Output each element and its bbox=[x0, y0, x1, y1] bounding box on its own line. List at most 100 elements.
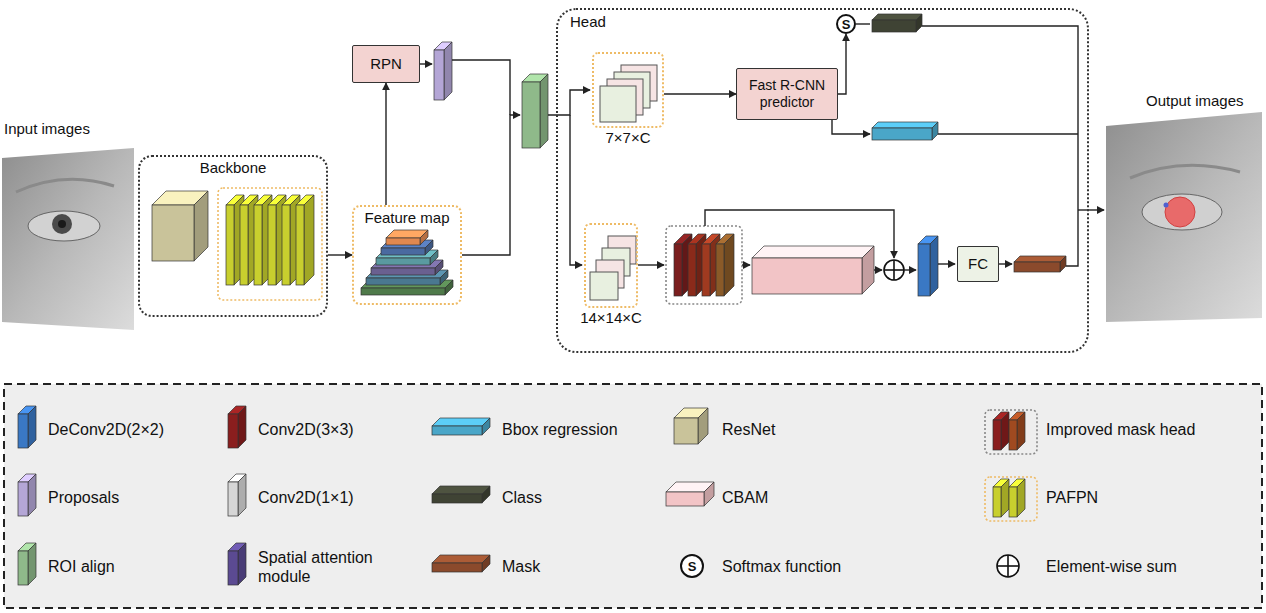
predictor-box: Fast R-CNN predictor bbox=[736, 68, 838, 120]
legend-icon bbox=[238, 474, 246, 516]
wire-line bbox=[1078, 209, 1104, 210]
backbone-region: Backbone bbox=[138, 155, 328, 317]
legend-icon bbox=[993, 420, 1001, 450]
conv-slab bbox=[688, 244, 696, 296]
legend-label: Spatial attention module bbox=[258, 548, 408, 586]
legend-icon bbox=[228, 414, 238, 448]
class-block bbox=[872, 14, 922, 20]
pyramid-layer bbox=[376, 258, 430, 265]
pyramid-layer bbox=[361, 288, 445, 295]
legend-icon bbox=[432, 418, 490, 426]
eye-mask bbox=[1165, 197, 1195, 227]
pyramid-layer bbox=[425, 240, 433, 255]
eye-white bbox=[1142, 194, 1222, 230]
legend-label: ResNet bbox=[722, 420, 775, 439]
pafpn-slab bbox=[268, 205, 276, 285]
legend-icon bbox=[1001, 412, 1009, 450]
sum-symbol bbox=[884, 260, 904, 280]
caption-label: Output images bbox=[1146, 92, 1244, 110]
legend-label: Conv2D(1×1) bbox=[258, 488, 354, 507]
wire-line bbox=[638, 264, 664, 265]
pafpn-slab bbox=[282, 205, 290, 285]
input-photo bbox=[2, 148, 134, 330]
softmax-symbol bbox=[681, 555, 703, 577]
resnet-cube bbox=[194, 191, 208, 261]
legend-icon bbox=[18, 482, 28, 516]
cbam-block bbox=[752, 258, 862, 294]
pafpn-slab bbox=[240, 205, 248, 285]
legend-icon bbox=[1001, 479, 1009, 517]
node-label: RPN bbox=[370, 55, 402, 73]
feature-map-panel: Feature map bbox=[352, 205, 462, 305]
legend-label: Improved mask head bbox=[1046, 420, 1195, 439]
legend-icon bbox=[28, 474, 36, 516]
legend-box bbox=[4, 384, 1262, 608]
legend-label: DeConv2D(2×2) bbox=[48, 420, 164, 439]
legend-icon bbox=[1017, 479, 1025, 517]
legend-label: PAFPN bbox=[1046, 488, 1098, 507]
connector-arrow bbox=[838, 34, 846, 94]
legend-label: Mask bbox=[502, 557, 540, 576]
pyramid-layer bbox=[366, 278, 440, 285]
legend-icon bbox=[993, 487, 1001, 517]
roi-feature-small: 7×7×C bbox=[592, 52, 664, 128]
pafpn-outline bbox=[218, 188, 322, 300]
wire-line bbox=[999, 263, 1012, 264]
legend-label: Conv2D(3×3) bbox=[258, 420, 354, 439]
wire-line bbox=[938, 263, 955, 264]
circle-outline bbox=[837, 15, 855, 33]
proposals-block bbox=[434, 50, 444, 100]
pyramid-layer bbox=[435, 260, 443, 275]
feature-square bbox=[600, 86, 636, 122]
softmax-circle: S bbox=[836, 14, 856, 34]
bbox-block bbox=[872, 128, 932, 140]
node-label: 7×7×C bbox=[558, 129, 698, 147]
eye-white bbox=[28, 211, 100, 241]
pyramid-layer bbox=[445, 280, 453, 295]
class-block bbox=[916, 14, 922, 32]
node-label: FC bbox=[968, 255, 988, 273]
eye-dot bbox=[1164, 203, 1169, 208]
pyramid-layer bbox=[381, 248, 425, 255]
eye-brow bbox=[1130, 165, 1240, 178]
legend-icon bbox=[674, 418, 698, 444]
wire-line bbox=[856, 23, 870, 24]
deconv-block bbox=[918, 244, 930, 296]
pafpn-slab bbox=[296, 205, 304, 285]
sum-symbol bbox=[1007, 555, 1009, 577]
legend-label: Class bbox=[502, 488, 542, 507]
mask-head-outline bbox=[666, 226, 742, 304]
legend-icon bbox=[432, 486, 490, 494]
legend-label: CBAM bbox=[722, 488, 768, 507]
class-block bbox=[872, 20, 916, 32]
proposals-block bbox=[444, 42, 452, 100]
wire-line bbox=[1066, 210, 1078, 266]
conv-slab bbox=[716, 244, 724, 296]
legend-label: Proposals bbox=[48, 488, 119, 507]
legend-icon bbox=[985, 410, 1037, 454]
mask-block bbox=[1014, 262, 1060, 272]
fc-box: FC bbox=[957, 246, 999, 282]
legend-icon bbox=[432, 494, 482, 503]
legend-icon bbox=[18, 414, 28, 448]
legend-icon bbox=[482, 418, 490, 435]
legend-icon bbox=[666, 492, 704, 506]
cbam-block bbox=[752, 246, 874, 258]
legend-icon bbox=[482, 555, 490, 572]
legend-icon bbox=[1017, 412, 1025, 450]
sum-symbol bbox=[893, 260, 895, 280]
node-label: Backbone bbox=[200, 159, 267, 177]
bbox-block bbox=[932, 122, 938, 140]
legend-icon bbox=[432, 426, 482, 435]
roi-feature-large: 14×14×C bbox=[584, 223, 638, 308]
connector-arrow bbox=[328, 254, 352, 255]
caption-label: Input images bbox=[4, 120, 90, 138]
bbox-block bbox=[872, 122, 938, 128]
legend-icon bbox=[985, 477, 1037, 521]
wire-line bbox=[705, 210, 894, 258]
legend-icon bbox=[28, 406, 36, 448]
legend-icon bbox=[228, 482, 238, 516]
conv-slab bbox=[674, 244, 682, 296]
wire-line bbox=[420, 63, 432, 64]
rpn-box: RPN bbox=[352, 45, 420, 83]
